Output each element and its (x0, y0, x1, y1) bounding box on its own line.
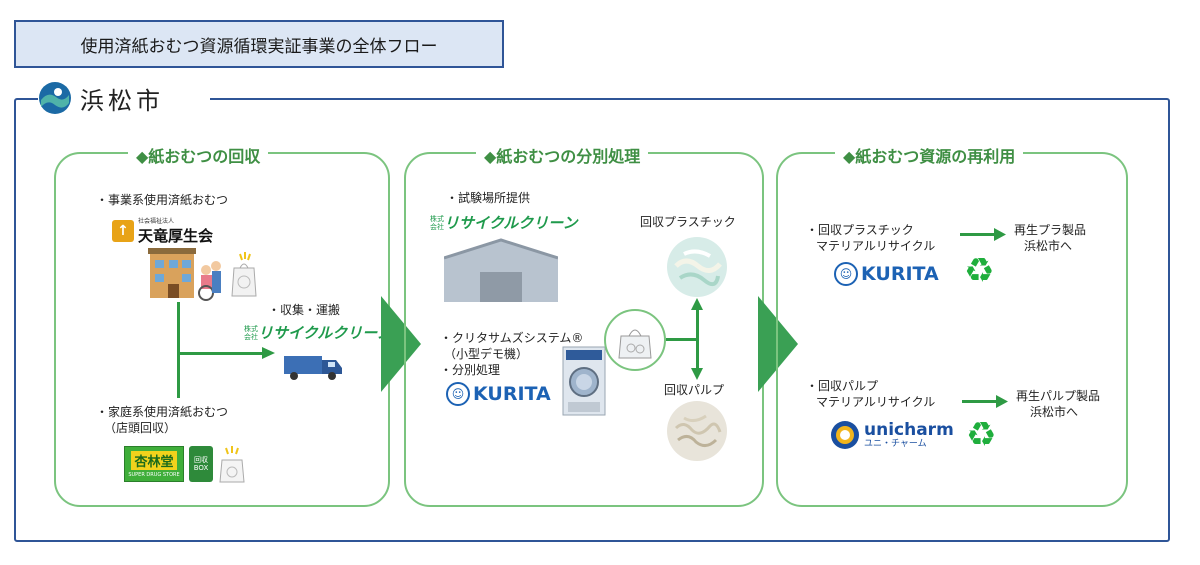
plastic-arrow-line (960, 233, 998, 236)
outer-frame (14, 98, 1170, 542)
recycle-clean-logo-1: 株式会社 リサイクルクリーン (244, 322, 392, 343)
tenryu-logo: ↑ 社会福祉法人 天竜厚生会 (112, 216, 213, 246)
plastic-arrow-head-icon (994, 228, 1006, 241)
system-label-1: ・クリタサムズシステム® (440, 331, 584, 345)
tenryu-mark-icon: ↑ (112, 220, 134, 242)
plastic-recycle-label-2: マテリアルリサイクル (816, 239, 936, 253)
split-arrow-down-icon (691, 368, 703, 380)
transport-label: ・収集・運搬 (268, 303, 341, 317)
panel-collection-title: ◆紙おむつの回収 (128, 143, 269, 167)
split-arrow-up-icon (691, 298, 703, 310)
panel-sorting-title: ◆紙おむつの分別処理 (476, 143, 649, 167)
pulp-recycle-label-2: マテリアルリサイクル (816, 395, 936, 409)
pulp-recycle-label-1: ・回収パルプ (806, 379, 879, 393)
truck-icon (284, 356, 342, 380)
flow-arrow-2-icon (758, 296, 798, 392)
recycle-icon: ♻ (966, 415, 997, 455)
plastic-recycle-label-1: ・回収プラスチック (806, 223, 914, 237)
panel-reuse (776, 152, 1128, 507)
collection-arrow-head-icon (262, 347, 275, 359)
household-diaper-label-2: （店頭回収） (104, 421, 177, 435)
collection-vertical-line (177, 302, 180, 398)
unicharm-mark-icon (831, 421, 859, 449)
recycle-clean-prefix-1: 株式会社 (244, 324, 258, 341)
kurita-name-1: KURITA (473, 383, 551, 405)
panel-reuse-title: ◆紙おむつ資源の再利用 (835, 143, 1024, 167)
test-site-label: ・試験場所提供 (446, 191, 531, 205)
kyorindo-name: 杏林堂 (131, 450, 177, 470)
sorting-machine-illustration (562, 346, 606, 416)
pulp-product-label-1: 再生パルプ製品 (1016, 389, 1101, 403)
collection-box-label-1: 回収 (194, 456, 208, 464)
kurita-logo-icon: ☺ (834, 262, 858, 286)
care-facility-illustration (148, 248, 257, 301)
flow-arrow-1-icon (381, 296, 421, 392)
diaper-bag-icon (219, 446, 245, 483)
recycle-clean-prefix-2: 株式会社 (430, 214, 444, 231)
city-emblem-icon (39, 82, 71, 114)
pulp-product-label-2: 浜松市へ (1030, 405, 1079, 419)
pulp-arrow-line (962, 400, 1000, 403)
plastic-product-label-2: 浜松市へ (1024, 239, 1073, 253)
plastic-product-label-1: 再生プラ製品 (1014, 223, 1087, 237)
collection-horizontal-line (177, 352, 267, 355)
recovered-plastic-image (667, 237, 727, 297)
recovered-pulp-image (667, 401, 727, 461)
recycle-clean-logo-2: 株式会社 リサイクルクリーン (430, 212, 578, 233)
diagram-title-text: 使用済紙おむつ資源循環実証事業の全体フロー (80, 36, 438, 57)
system-label-3: ・分別処理 (440, 363, 501, 377)
pulp-arrow-head-icon (996, 395, 1008, 408)
city-logo: 浜松市 (38, 76, 210, 120)
kurita-logo-icon: ☺ (446, 382, 470, 406)
warehouse-illustration (444, 238, 558, 302)
kurita-logo-2: ☺ KURITA (834, 262, 939, 286)
tenryu-name: 天竜厚生会 (138, 227, 214, 245)
tenryu-small-text: 社会福祉法人 (138, 218, 175, 225)
household-diaper-label-1: ・家庭系使用済紙おむつ (96, 405, 229, 419)
unicharm-kana: ユニ・チャーム (864, 439, 927, 449)
unicharm-name: unicharm (864, 420, 954, 440)
diaper-bag-circle-icon (604, 309, 666, 371)
recycle-icon: ♻ (964, 251, 995, 291)
collection-box: 回収 BOX (189, 446, 213, 482)
collection-box-label-2: BOX (193, 464, 209, 472)
recovered-pulp-label: 回収パルプ (664, 383, 725, 397)
split-vertical-line (696, 306, 699, 372)
city-logo-text: 浜松市 (80, 86, 164, 115)
kyorindo-logo: 杏林堂 SUPER DRUG STORE (124, 446, 184, 482)
kyorindo-sub: SUPER DRUG STORE (128, 471, 180, 478)
diagram-title: 使用済紙おむつ資源循環実証事業の全体フロー (14, 20, 504, 68)
kurita-logo-1: ☺ KURITA (446, 382, 551, 406)
system-label-2: （小型デモ機） (444, 347, 529, 361)
recycle-clean-name-1: リサイクルクリーン (258, 324, 392, 342)
recycle-clean-name-2: リサイクルクリーン (444, 214, 578, 232)
recovered-plastic-label: 回収プラスチック (640, 215, 736, 229)
business-diaper-label: ・事業系使用済紙おむつ (96, 193, 229, 207)
kurita-name-2: KURITA (861, 263, 939, 285)
unicharm-logo: unicharm ユニ・チャーム (830, 420, 954, 450)
split-horizontal-line (666, 338, 698, 341)
